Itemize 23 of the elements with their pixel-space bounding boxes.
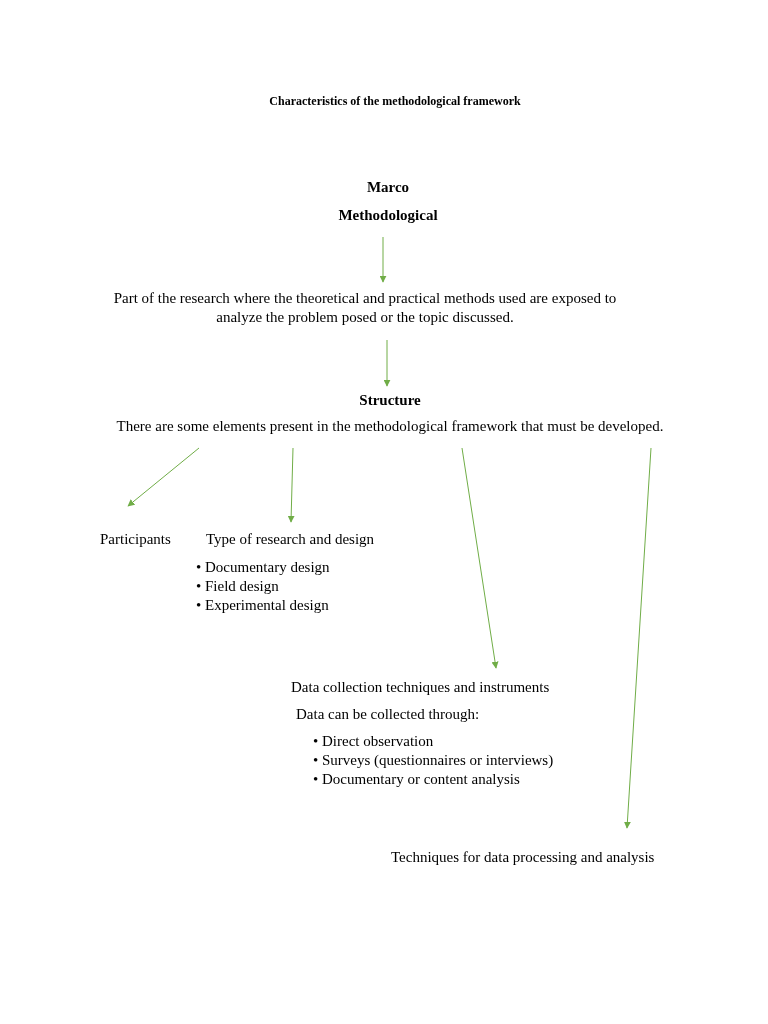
arrow [379,236,387,283]
diagram-title: Characteristics of the methodological framework [268,94,522,109]
heading: Marco [365,178,411,197]
text-label: Part of the research where the theoretical and practical methods used are exposed to analyze the problem posed or the topic discussed. [112,289,618,327]
arrow [461,447,499,669]
text-label: There are some elements present in the methodological framework that must be developed. [115,417,665,436]
heading: Methodological [337,206,439,225]
text-label: Techniques for data processing and analysis [391,848,656,867]
text-label: Data can be collected through: [296,705,481,724]
arrow [623,447,652,829]
text-label: Type of research and design [206,530,376,549]
arrow [383,339,391,387]
bullet-item: • Documentary design [196,558,331,577]
bullet-item: • Documentary or content analysis [313,770,521,789]
bullet-item: • Field design [196,577,280,596]
bullet-item: • Direct observation [313,732,435,751]
bullet-item: • Surveys (questionnaires or interviews) [313,751,555,770]
arrow [127,447,200,507]
arrow [287,447,295,523]
text-label: Data collection techniques and instruments [291,678,551,697]
bullet-item: • Experimental design [196,596,330,615]
text-label: Participants [100,530,172,549]
heading: Structure [358,391,422,410]
